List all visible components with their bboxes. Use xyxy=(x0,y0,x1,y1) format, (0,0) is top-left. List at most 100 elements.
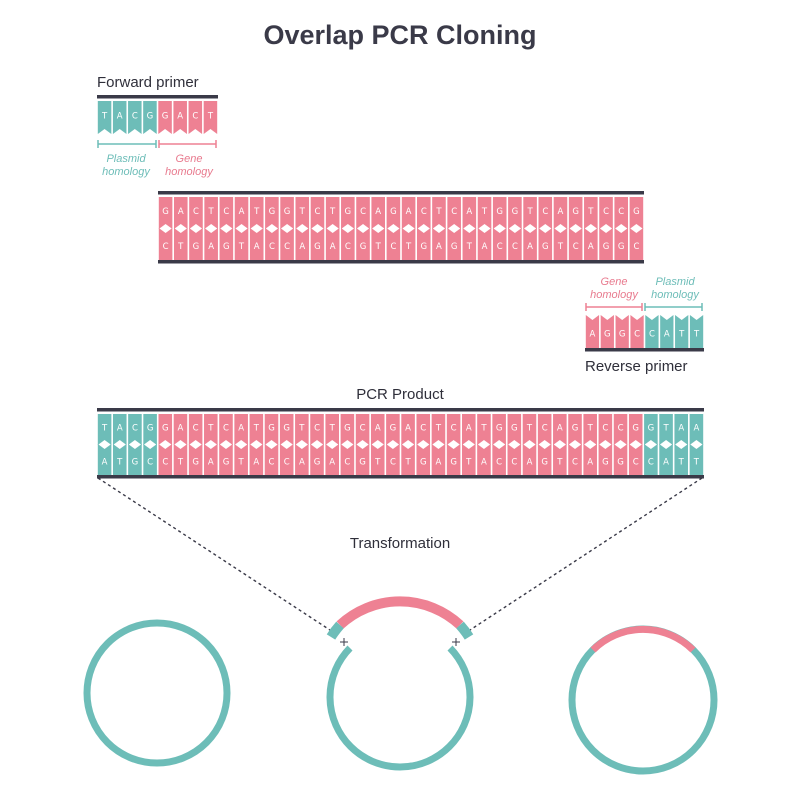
base-letter: A xyxy=(117,112,123,122)
base-tile xyxy=(295,414,309,445)
base-tile xyxy=(204,414,218,445)
base-tile xyxy=(386,444,400,475)
base-tile xyxy=(265,197,279,229)
base-letter: G xyxy=(572,207,579,217)
base-letter: A xyxy=(299,458,305,468)
base-tile xyxy=(462,444,476,475)
base-letter: G xyxy=(132,458,139,468)
base-letter: C xyxy=(360,424,366,434)
forward-gene-homology-bracket xyxy=(158,140,217,148)
base-tile xyxy=(112,414,127,445)
base-letter: C xyxy=(618,207,624,217)
base-tile xyxy=(614,228,629,260)
base-letter: T xyxy=(329,207,336,217)
base-letter: C xyxy=(345,242,351,252)
base-letter: A xyxy=(527,242,533,252)
base-tile xyxy=(325,414,339,445)
pcr-product-label: PCR Product xyxy=(356,386,444,403)
base-letter: T xyxy=(207,424,214,434)
base-letter: C xyxy=(163,242,169,252)
base-tile xyxy=(173,414,188,445)
base-letter: G xyxy=(632,424,639,434)
base-letter: C xyxy=(602,424,608,434)
base-letter: A xyxy=(557,424,563,434)
base-tile xyxy=(522,414,537,445)
base-letter: T xyxy=(253,424,260,434)
base-tile xyxy=(143,444,157,475)
base-letter: C xyxy=(649,330,655,340)
base-tile xyxy=(158,444,173,475)
base-letter: G xyxy=(390,424,397,434)
base-tile xyxy=(325,197,340,229)
base-letter: C xyxy=(162,458,168,468)
base-tile xyxy=(97,444,112,475)
base-tile xyxy=(659,414,673,445)
base-tile xyxy=(310,414,324,445)
base-letter: G xyxy=(268,424,275,434)
base-tile xyxy=(371,197,386,229)
base-letter: A xyxy=(102,458,108,468)
base-tile xyxy=(158,228,173,260)
base-letter: C xyxy=(618,424,624,434)
base-tile xyxy=(537,444,552,475)
base-letter: A xyxy=(208,458,214,468)
gene-top-backbone xyxy=(158,191,644,195)
base-tile xyxy=(675,315,689,348)
base-tile xyxy=(112,444,127,475)
base-tile xyxy=(537,414,552,445)
base-letter: T xyxy=(374,458,381,468)
base-letter: C xyxy=(192,112,198,122)
base-tile xyxy=(97,414,112,445)
base-tile xyxy=(660,315,674,348)
base-tile xyxy=(492,197,507,229)
base-tile xyxy=(477,228,492,260)
base-letter: T xyxy=(526,207,533,217)
base-tile xyxy=(416,414,431,445)
base-tile xyxy=(462,414,476,445)
base-tile xyxy=(249,444,264,475)
base-tile xyxy=(310,444,324,475)
base-tile xyxy=(507,414,522,445)
base-letter: G xyxy=(284,207,291,217)
base-letter: A xyxy=(481,458,487,468)
base-letter: T xyxy=(466,242,473,252)
base-letter: A xyxy=(406,207,412,217)
opened-plasmid-backbone xyxy=(326,645,474,771)
base-letter: T xyxy=(238,458,245,468)
base-letter: C xyxy=(603,207,609,217)
base-tile xyxy=(356,197,370,229)
base-letter: A xyxy=(253,458,259,468)
base-tile xyxy=(386,228,401,260)
forward-primer-label: Forward primer xyxy=(97,74,199,91)
base-tile xyxy=(204,444,218,475)
base-letter: T xyxy=(587,424,594,434)
base-tile xyxy=(628,444,643,475)
base-letter: C xyxy=(511,458,517,468)
base-letter: A xyxy=(299,242,305,252)
base-letter: T xyxy=(435,424,442,434)
base-letter: G xyxy=(390,207,397,217)
base-letter: G xyxy=(162,112,169,122)
base-tile xyxy=(295,197,310,229)
base-letter: G xyxy=(192,458,199,468)
base-tile xyxy=(340,414,355,445)
base-tile xyxy=(644,444,658,475)
base-letter: G xyxy=(572,424,579,434)
reverse-primer-backbone xyxy=(585,348,704,352)
base-letter: C xyxy=(315,207,321,217)
base-letter: C xyxy=(648,458,654,468)
base-letter: G xyxy=(602,458,609,468)
base-tile xyxy=(295,228,310,260)
base-letter: G xyxy=(496,207,503,217)
recombinant-insert-arc xyxy=(590,625,696,653)
base-letter: T xyxy=(238,242,245,252)
base-letter: C xyxy=(284,242,290,252)
base-letter: C xyxy=(390,242,396,252)
base-tile xyxy=(477,197,492,229)
base-tile xyxy=(508,197,522,229)
base-tile xyxy=(538,228,553,260)
